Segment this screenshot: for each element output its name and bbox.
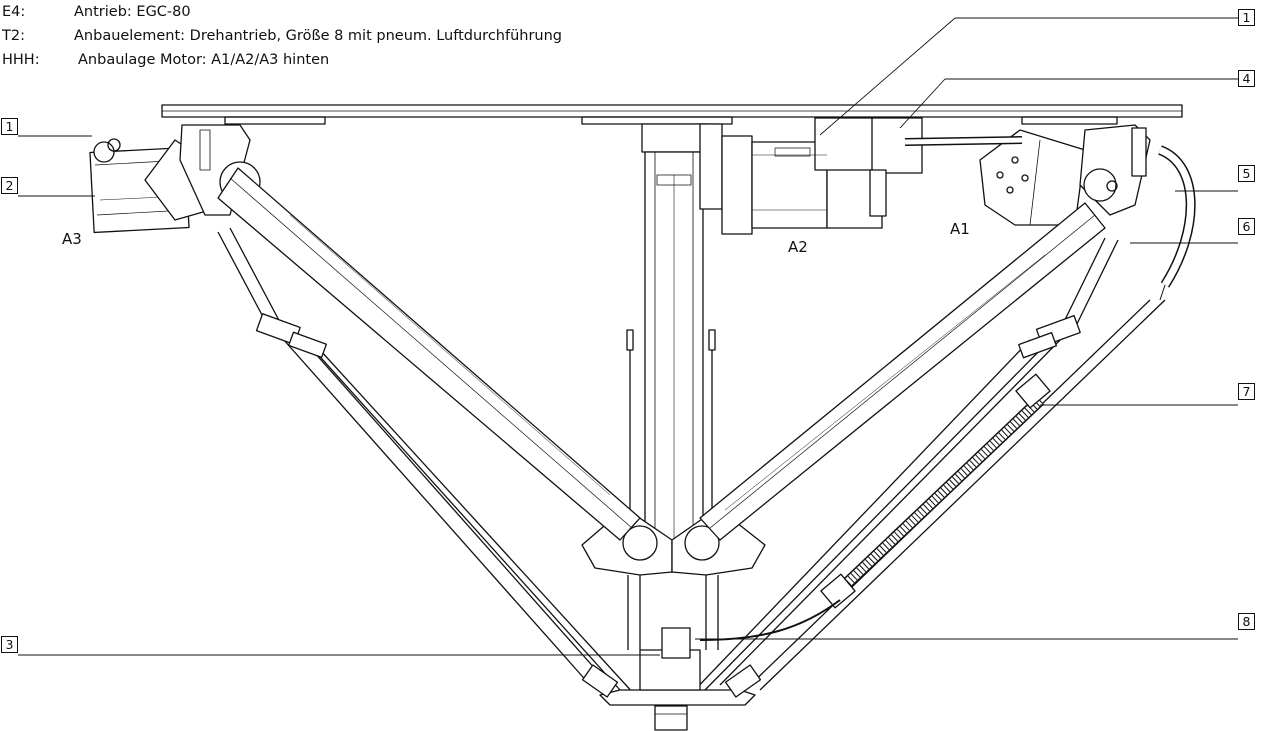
legend-code: T2: [2,28,25,44]
callout-leaders [18,17,1238,656]
legend-text: Antrieb: EGC-80 [74,4,191,20]
cable-hose [904,136,1196,301]
callout-3-left: 3 [1,636,18,653]
mounting-plate [161,104,1183,125]
callout-1-right: 1 [1238,9,1255,26]
legend-row-drive: E4: Antrieb: EGC-80 [2,0,562,24]
upper-arms [217,167,1106,541]
end-effector [581,627,762,731]
callout-8-right: 8 [1238,613,1255,630]
legend-code: HHH: [2,52,40,68]
corrugated-hose [699,373,1051,641]
motor-label-a1: A1 [950,220,970,238]
callout-1-left: 1 [1,118,18,135]
callout-7-right: 7 [1238,383,1255,400]
motor-label-a3: A3 [62,230,82,248]
lower-hub [581,507,766,576]
left-arm-bracket [144,124,261,221]
motor-label-a2: A2 [788,238,808,256]
callout-5-right: 5 [1238,165,1255,182]
left-parallel-rods [217,227,636,696]
callout-6-right: 6 [1238,218,1255,235]
callout-2-left: 2 [1,177,18,194]
right-arm-bracket [1079,124,1151,216]
legend-code: E4: [2,4,26,20]
legend: E4: Antrieb: EGC-80 T2: Anbauelement: Dr… [2,0,562,72]
callout-4-right: 4 [1238,70,1255,87]
legend-row-attachment: T2: Anbauelement: Drehantrieb, Größe 8 m… [2,24,562,48]
legend-text: Anbaulage Motor: A1/A2/A3 hinten [78,52,330,68]
right-parallel-rods [689,237,1166,696]
motor-a2 [699,117,923,235]
legend-row-motor-position: HHH: Anbaulage Motor: A1/A2/A3 hinten [2,48,562,72]
legend-text: Anbauelement: Drehantrieb, Größe 8 mit p… [74,28,563,44]
